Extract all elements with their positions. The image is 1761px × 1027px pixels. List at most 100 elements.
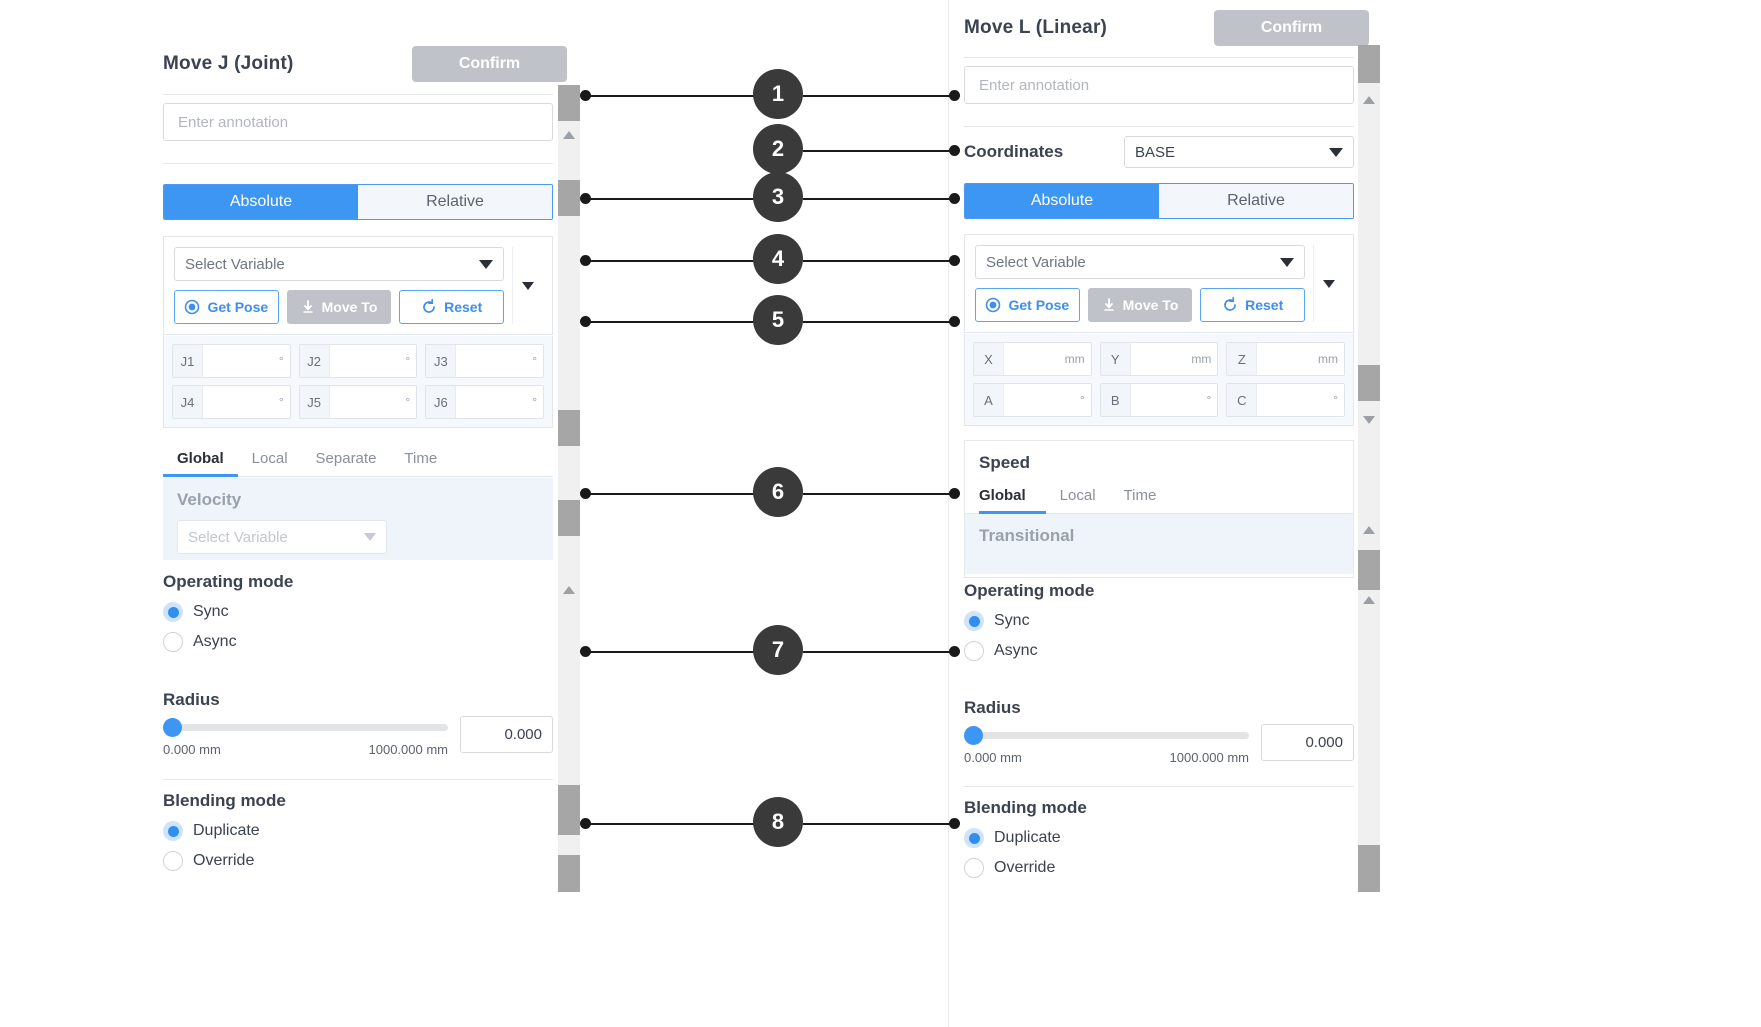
- scroll-up-arrow[interactable]: [558, 580, 580, 600]
- radio-duplicate[interactable]: Duplicate: [964, 828, 1354, 848]
- radius-slider[interactable]: [163, 718, 448, 737]
- move-j-scrollbar[interactable]: [558, 85, 580, 892]
- radio-override[interactable]: Override: [163, 851, 553, 871]
- mode-toggle[interactable]: Absolute Relative: [163, 184, 553, 220]
- joint-field-j3[interactable]: J3 °: [425, 344, 545, 378]
- velocity-section: Velocity Select Variable: [163, 478, 553, 560]
- move-to-button[interactable]: Move To: [1087, 288, 1193, 322]
- page-title: Move J (Joint): [163, 53, 294, 74]
- pose-label: Y: [1100, 343, 1131, 375]
- reset-button[interactable]: Reset: [399, 290, 505, 324]
- move-l-scrollbar[interactable]: [1358, 45, 1380, 892]
- reset-button[interactable]: Reset: [1200, 288, 1306, 322]
- tab-absolute[interactable]: Absolute: [164, 185, 358, 219]
- expand-chevron-icon[interactable]: [521, 281, 534, 290]
- radio-override[interactable]: Override: [964, 858, 1354, 878]
- radio-async[interactable]: Async: [964, 641, 1354, 661]
- confirm-button[interactable]: Confirm: [1214, 10, 1369, 46]
- callout-badge-4: 4: [753, 234, 803, 284]
- pose-field-b[interactable]: B °: [1099, 383, 1219, 417]
- scrollbar-thumb[interactable]: [558, 855, 580, 892]
- speed-tabs[interactable]: Global Local Time: [965, 479, 1353, 514]
- slider-knob[interactable]: [163, 718, 182, 737]
- tab-global[interactable]: Global: [979, 479, 1046, 514]
- coordinates-row: Coordinates BASE: [964, 136, 1354, 168]
- scrollbar-thumb[interactable]: [558, 500, 580, 536]
- radius-value-input[interactable]: 0.000: [1261, 724, 1354, 761]
- tab-relative[interactable]: Relative: [358, 185, 552, 219]
- radio-sync[interactable]: Sync: [163, 602, 553, 622]
- pose-unit: mm: [1064, 352, 1085, 366]
- joint-field-j6[interactable]: J6 °: [425, 385, 545, 419]
- callout-line-1b: [803, 95, 955, 97]
- annotation-input[interactable]: Enter annotation: [163, 103, 553, 141]
- tab-local[interactable]: Local: [1059, 487, 1096, 504]
- pose-field-x[interactable]: X mm: [973, 342, 1092, 376]
- coordinates-label: Coordinates: [964, 142, 1064, 161]
- scrollbar-thumb[interactable]: [1358, 365, 1380, 401]
- tab-time[interactable]: Time: [404, 450, 438, 467]
- tab-absolute[interactable]: Absolute: [965, 184, 1159, 218]
- scroll-up-arrow[interactable]: [558, 125, 580, 145]
- get-pose-label: Get Pose: [207, 299, 269, 315]
- scrollbar-thumb[interactable]: [558, 180, 580, 216]
- scroll-down-arrow[interactable]: [1358, 410, 1380, 430]
- confirm-button[interactable]: Confirm: [412, 46, 567, 82]
- pose-field-z[interactable]: Z mm: [1226, 342, 1346, 376]
- speed-tabs[interactable]: Global Local Separate Time: [163, 442, 553, 477]
- get-pose-button[interactable]: Get Pose: [975, 288, 1080, 322]
- radio-duplicate[interactable]: Duplicate: [163, 821, 553, 841]
- scroll-up-arrow[interactable]: [1358, 520, 1380, 540]
- joint-field-j2[interactable]: J2 °: [298, 344, 418, 378]
- get-pose-button[interactable]: Get Pose: [174, 290, 279, 324]
- joint-field-j4[interactable]: J4 °: [172, 385, 291, 419]
- callout-line-2: [803, 150, 955, 152]
- callout-dot-7: [580, 646, 591, 657]
- radio-async[interactable]: Async: [163, 632, 553, 652]
- expand-chevron-icon[interactable]: [1322, 279, 1335, 288]
- tab-time[interactable]: Time: [1123, 487, 1157, 504]
- pose-button-row: Get Pose Move To Res: [975, 288, 1306, 322]
- callout-line-4: [585, 260, 755, 262]
- velocity-select[interactable]: Select Variable: [177, 520, 387, 554]
- mode-toggle[interactable]: Absolute Relative: [964, 183, 1354, 219]
- scrollbar-thumb[interactable]: [1358, 45, 1380, 83]
- scrollbar-thumb[interactable]: [558, 85, 580, 121]
- radius-slider[interactable]: [964, 726, 1249, 745]
- joint-label: J3: [426, 345, 457, 377]
- pose-field-y[interactable]: Y mm: [1099, 342, 1219, 376]
- radio-icon: [964, 611, 984, 631]
- tab-local[interactable]: Local: [251, 450, 288, 467]
- pose-label: Z: [1227, 343, 1258, 375]
- scroll-up-arrow[interactable]: [1358, 90, 1380, 110]
- select-variable-dropdown[interactable]: Select Variable: [174, 247, 504, 281]
- scrollbar-thumb[interactable]: [1358, 550, 1380, 594]
- scroll-up-arrow[interactable]: [1358, 590, 1380, 610]
- radio-label: Override: [994, 859, 1056, 876]
- radio-icon: [163, 632, 183, 652]
- slider-knob[interactable]: [964, 726, 983, 745]
- move-j-header: Move J (Joint) Confirm: [163, 46, 567, 82]
- radio-sync[interactable]: Sync: [964, 611, 1354, 631]
- callout-line-7: [585, 651, 755, 653]
- joint-unit: °: [278, 395, 284, 409]
- joint-field-j1[interactable]: J1 °: [172, 344, 291, 378]
- pose-field-c[interactable]: C °: [1226, 383, 1346, 417]
- divider: [964, 786, 1354, 787]
- scrollbar-thumb[interactable]: [558, 785, 580, 835]
- pose-field-a[interactable]: A °: [973, 383, 1092, 417]
- radius-value-input[interactable]: 0.000: [460, 716, 553, 753]
- joint-field-j5[interactable]: J5 °: [298, 385, 418, 419]
- tab-global[interactable]: Global: [163, 442, 238, 477]
- coordinates-dropdown[interactable]: BASE: [1124, 136, 1354, 168]
- radius-min-label: 0.000 mm: [964, 750, 1022, 765]
- scrollbar-thumb[interactable]: [558, 410, 580, 446]
- tab-relative[interactable]: Relative: [1159, 184, 1353, 218]
- move-to-button[interactable]: Move To: [286, 290, 392, 324]
- callout-dot-6: [580, 488, 591, 499]
- chevron-down-icon: [364, 533, 376, 541]
- tab-separate[interactable]: Separate: [315, 450, 377, 467]
- scrollbar-thumb[interactable]: [1358, 845, 1380, 892]
- annotation-input[interactable]: Enter annotation: [964, 66, 1354, 104]
- select-variable-dropdown[interactable]: Select Variable: [975, 245, 1305, 279]
